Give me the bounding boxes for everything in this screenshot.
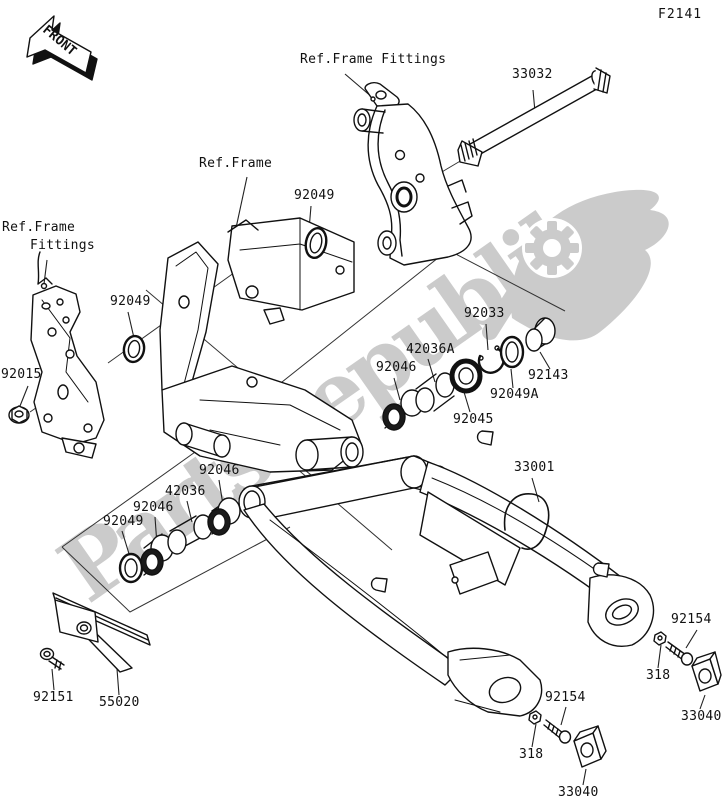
part-label-92151: 92151	[33, 690, 74, 705]
part-label-92033: 92033	[464, 306, 505, 321]
ref-frame-fittings-left-label-line1: Ref.Frame	[2, 220, 76, 235]
frame-fitting-bracket-left	[30, 251, 105, 459]
ref-frame-label: Ref.Frame	[199, 156, 273, 171]
hose-guide-wire	[503, 493, 550, 550]
part-label-92049-left: 92049	[103, 514, 144, 529]
nut-92015	[8, 405, 30, 424]
adjuster-block-33040-right	[691, 651, 722, 692]
pivot-shaft-33032	[457, 67, 611, 167]
part-label-92046-left-lower: 92046	[133, 500, 174, 515]
bolt-92154-right	[665, 641, 694, 666]
nut-318-right	[653, 631, 667, 646]
screw-92151	[39, 647, 65, 671]
part-label-92045: 92045	[453, 412, 494, 427]
part-label-33040-bottom: 33040	[558, 785, 599, 800]
part-label-92049-upper: 92049	[294, 188, 335, 203]
chain-guide-55020	[52, 592, 151, 673]
part-label-92015: 92015	[1, 367, 42, 382]
front-arrow-icon: FRONT	[26, 15, 98, 81]
part-label-92046-right: 92046	[376, 360, 417, 375]
nut-318-bottom	[528, 710, 542, 725]
ref-frame-fittings-top-label: Ref.Frame Fittings	[300, 52, 447, 67]
part-label-42036: 42036	[165, 484, 206, 499]
bearing-stack-left	[118, 497, 241, 584]
page-code: F2141	[658, 7, 703, 22]
bolt-92154-bottom	[543, 719, 572, 744]
part-label-318-right: 318	[646, 668, 671, 683]
part-label-55020: 55020	[99, 695, 140, 710]
watermark-logo	[482, 189, 669, 341]
part-label-92049-mid: 92049	[110, 294, 151, 309]
adjuster-set-right	[653, 631, 722, 692]
part-label-92154-right: 92154	[671, 612, 712, 627]
frame-fitting-bracket-right	[353, 81, 473, 266]
adjuster-set-bottom	[528, 710, 607, 768]
oil-seal-92049-upper	[304, 226, 328, 260]
bearing-stack-right	[382, 317, 556, 431]
ref-frame-fittings-left-label-line2: Fittings	[30, 238, 96, 253]
part-label-92049A: 92049A	[490, 387, 539, 402]
adjuster-block-33040-bottom	[573, 725, 607, 768]
part-label-318-bottom: 318	[519, 747, 544, 762]
oil-seal-92049-mid	[122, 334, 146, 364]
part-label-33032: 33032	[512, 67, 553, 82]
gear-icon	[525, 221, 579, 275]
swingarm-33001	[238, 430, 655, 717]
part-label-33040-right: 33040	[681, 709, 722, 724]
part-label-92154-bottom: 92154	[545, 690, 586, 705]
part-label-33001: 33001	[514, 460, 555, 475]
part-label-42036A: 42036A	[406, 342, 455, 357]
part-label-92143: 92143	[528, 368, 569, 383]
part-label-92046-left-upper: 92046	[199, 463, 240, 478]
